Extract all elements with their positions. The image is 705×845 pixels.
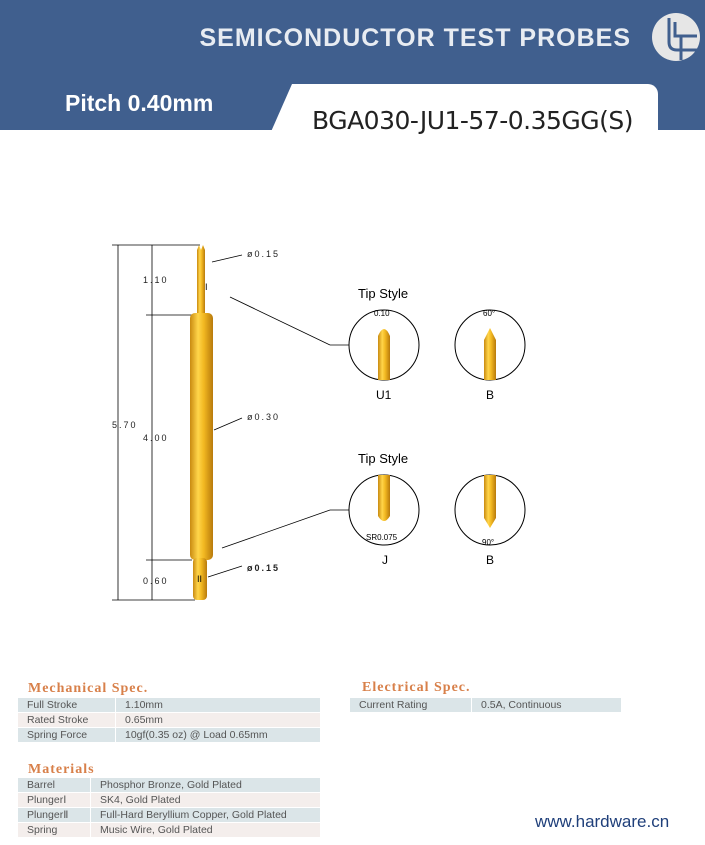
tip-j-label: J [382,553,388,567]
tip-u1-dim: 0.10 [374,309,390,318]
material-value: Music Wire, Gold Plated [90,822,321,838]
dim-mid-length: 4.00 [143,433,169,443]
tip-j-dim: SR0.075 [366,533,398,542]
material-part: Barrel [18,778,91,793]
tip-style-title: Tip Style [358,286,408,301]
dim-top-diameter: ø0.15 [247,249,280,259]
website-link[interactable]: www.hardware.cn [535,812,670,831]
spec-value: 0.5A, Continuous [471,698,622,713]
material-value: Phosphor Bronze, Gold Plated [90,778,321,793]
spec-label: Current Rating [350,698,472,713]
spec-label: Rated Stroke [18,712,116,728]
plunger-2-mark: II [197,574,202,584]
tip-b2-label: B [486,553,494,567]
probe-drawing: I II ø0.15 ø0.30 ø0.15 5.70 1.10 4.00 0.… [112,244,526,601]
material-value: Full-Hard Beryllium Copper, Gold Plated [90,807,321,823]
material-part: PlungerⅡ [18,807,91,823]
plunger-1-mark: I [205,282,208,292]
model-tab [270,84,658,134]
page-title: SEMICONDUCTOR TEST PROBES [199,24,631,52]
spec-value: 0.65mm [115,712,321,728]
dim-mid-diameter: ø0.30 [247,412,280,422]
spec-value: 10gf(0.35 oz) @ Load 0.65mm [115,727,321,743]
spec-label: Full Stroke [18,698,116,713]
tip-b-angle: 60° [483,309,495,318]
electrical-spec-title: Electrical Spec. [362,680,471,695]
tip-u1-label: U1 [376,388,392,402]
materials-title: Materials [28,762,95,777]
company-logo [652,13,700,61]
probe [190,245,213,600]
tip-b-label: B [486,388,494,402]
spec-value: 1.10mm [115,698,321,713]
mechanical-spec-title: Mechanical Spec. [28,681,149,696]
tip-style-title: Tip Style [358,451,408,466]
tip-style-top: Tip Style 0.10 U1 60° B [348,286,526,402]
material-part: Spring [18,822,91,838]
dim-top-length: 1.10 [143,275,169,285]
dim-total-length: 5.70 [112,420,138,430]
dim-bot-diameter: ø0.15 [247,563,280,573]
model-number: BGA030-JU1-57-0.35GG(S) [312,106,634,135]
dim-bot-length: 0.60 [143,576,169,586]
material-part: PlungerⅠ [18,792,91,808]
material-value: SK4, Gold Plated [90,792,321,808]
tip-b2-angle: 90° [482,538,494,547]
tip-style-bottom: Tip Style SR0.075 J 90° B [348,451,526,567]
spec-label: Spring Force [18,727,116,743]
pitch-label: Pitch 0.40mm [65,90,214,116]
